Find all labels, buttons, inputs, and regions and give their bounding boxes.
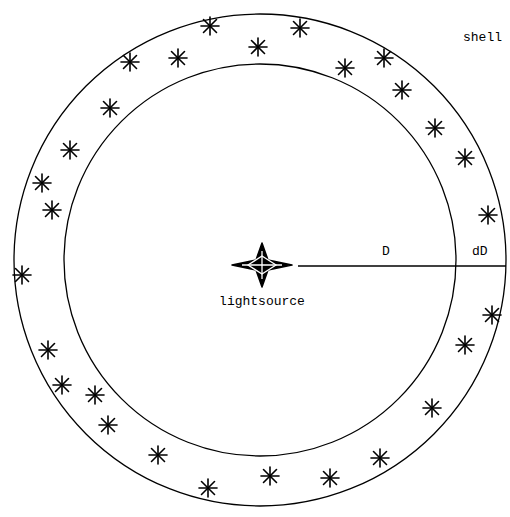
- outer-circle: [14, 14, 506, 506]
- radius-line: [298, 265, 506, 266]
- shell-label: shell: [463, 30, 502, 45]
- thickness-label: dD: [472, 244, 488, 259]
- distance-label: D: [382, 244, 390, 259]
- star-field: [13, 17, 501, 497]
- source-label: lightsource: [219, 294, 305, 309]
- inner-circle: [64, 64, 456, 456]
- light-source-symbol: [232, 243, 292, 287]
